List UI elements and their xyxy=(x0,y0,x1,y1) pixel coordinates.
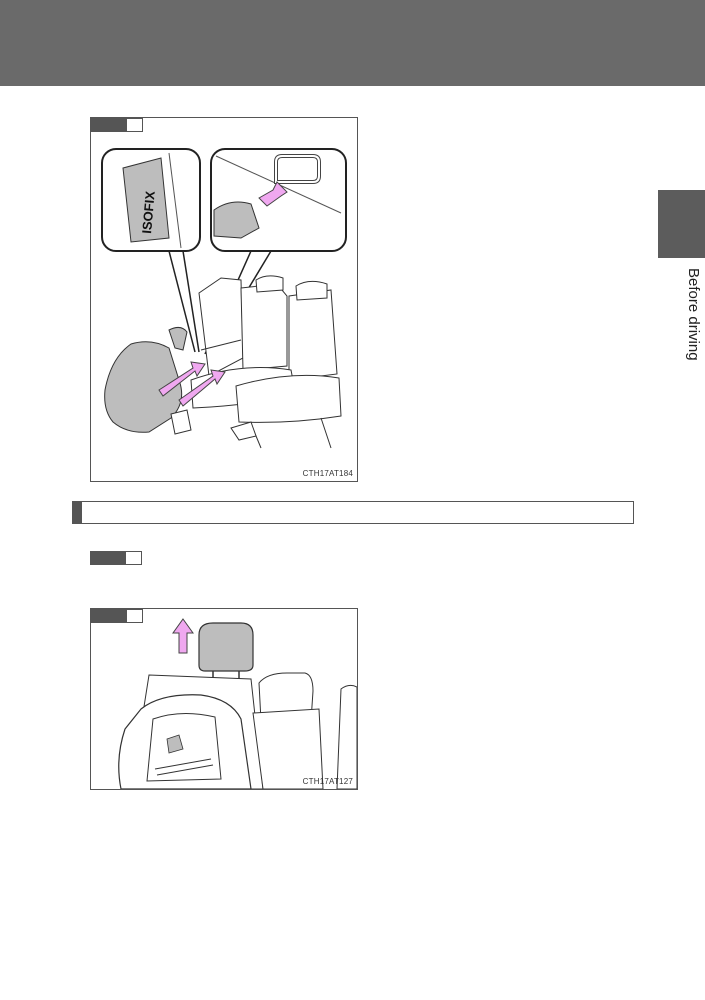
figure-tag xyxy=(91,609,143,623)
arrow-icon xyxy=(258,181,288,207)
figure-code: CTH17AT127 xyxy=(302,777,353,786)
section-heading-bar xyxy=(72,501,634,524)
figure-isofix-anchors: ISOFIX CTH17AT184 xyxy=(90,117,358,482)
arrow-up-icon xyxy=(172,618,194,654)
arrow-icon xyxy=(178,369,226,407)
arrow-icon xyxy=(158,361,206,397)
headrest xyxy=(198,622,254,672)
chapter-tab xyxy=(658,190,705,258)
isofix-illustration: ISOFIX xyxy=(101,148,347,449)
isofix-label-text: ISOFIX xyxy=(139,190,158,234)
figure-tag xyxy=(91,118,143,132)
step-tag xyxy=(90,551,142,565)
headrest-illustration xyxy=(118,618,357,789)
figure-code: CTH17AT184 xyxy=(302,469,353,478)
figure-headrest-raise: CTH17AT127 xyxy=(90,608,358,790)
page-header-band xyxy=(0,0,705,86)
child-seat xyxy=(118,694,252,789)
chapter-label: Before driving xyxy=(685,268,702,361)
